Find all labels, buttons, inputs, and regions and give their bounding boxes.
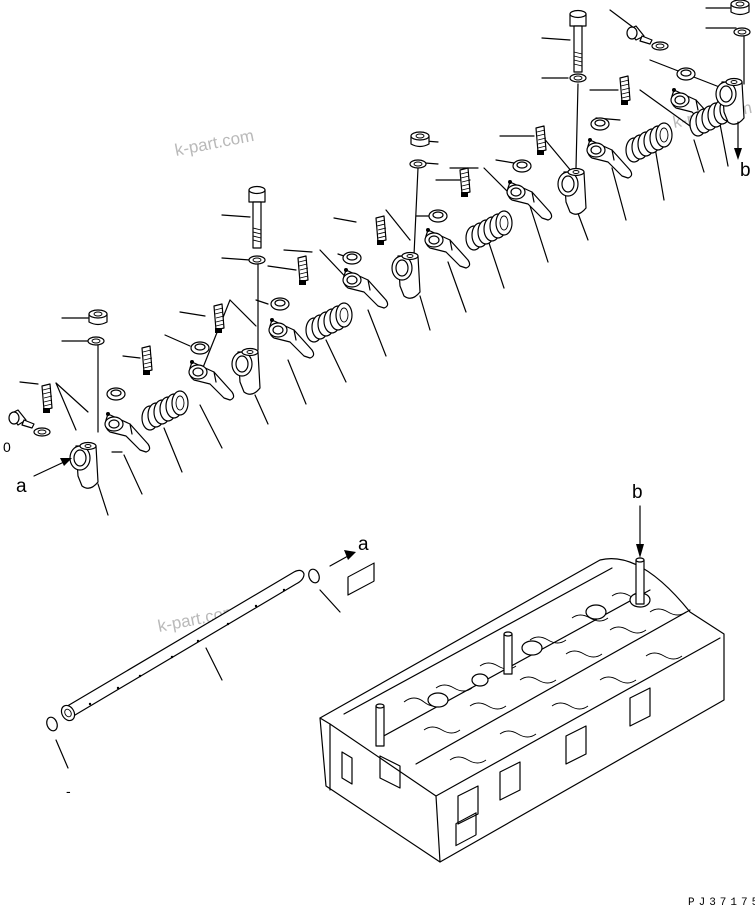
rocker-bracket-1 <box>69 441 99 489</box>
washer-left <box>33 427 51 437</box>
label-b-upper: b <box>740 160 751 181</box>
rocker-arm-4 <box>342 267 389 309</box>
rocker-bracket-4 <box>557 167 587 215</box>
adjusting-screw-1 <box>41 383 53 414</box>
adjusting-screw-6 <box>459 167 471 198</box>
washer-2 <box>248 255 266 265</box>
locknut-1 <box>106 387 126 401</box>
locknut-2 <box>190 341 210 355</box>
adjusting-screw-8 <box>619 75 631 106</box>
locknut-7 <box>590 117 610 131</box>
arrow-a-lower <box>329 550 356 567</box>
arrow-a-upper <box>33 458 72 477</box>
locknut-5 <box>428 209 448 223</box>
zero-label: 0 <box>3 439 11 455</box>
arrow-b-upper <box>734 121 742 160</box>
label-a-lower: a <box>358 534 369 555</box>
bolt-4 <box>569 9 587 73</box>
spring-1 <box>141 390 189 431</box>
drawing-code: PJ37175 <box>688 897 755 907</box>
rocker-bracket-2 <box>231 347 261 395</box>
rocker-arm-6 <box>506 179 553 221</box>
adjusting-screw-4 <box>297 255 309 286</box>
adjusting-screw-7 <box>535 125 547 156</box>
cylinder-head <box>319 557 725 863</box>
label-b-lower: b <box>632 482 643 503</box>
locknut-4 <box>342 251 362 265</box>
stud-left <box>375 703 385 747</box>
stud-right <box>635 557 645 605</box>
nut-1 <box>88 309 108 326</box>
washer-4 <box>569 73 587 83</box>
bolt-2 <box>248 185 266 249</box>
small-bolt-left <box>8 409 35 429</box>
washer-top-small <box>651 41 669 51</box>
rocker-arm-5 <box>424 227 471 269</box>
dash-label: - <box>66 783 71 799</box>
adjusting-screw-5 <box>375 215 387 246</box>
rocker-arm-7 <box>586 137 633 179</box>
rocker-arm-2 <box>188 359 235 401</box>
watermark-upper: k-part.com <box>173 126 255 160</box>
locknut-6 <box>512 159 532 173</box>
rocker-bracket-3 <box>391 251 421 299</box>
washer-3 <box>409 159 427 169</box>
arrow-b-lower <box>636 505 644 558</box>
stud-middle <box>503 631 513 675</box>
small-bolt-top <box>626 25 653 45</box>
spring-4 <box>625 122 673 163</box>
shaft-plug-left <box>46 716 69 769</box>
adjusting-screw-2 <box>141 345 153 376</box>
rocker-shaft <box>60 569 305 722</box>
locknut-3 <box>270 297 290 311</box>
shaft-plug-right <box>308 568 341 613</box>
locknut-8 <box>676 67 696 81</box>
label-a-upper: a <box>16 476 27 497</box>
washer-1 <box>87 336 105 346</box>
washer-5 <box>733 27 751 37</box>
adjusting-screw-3 <box>213 303 225 334</box>
nut-3 <box>410 131 430 148</box>
spring-2 <box>305 302 353 343</box>
nut-5 <box>730 0 750 16</box>
